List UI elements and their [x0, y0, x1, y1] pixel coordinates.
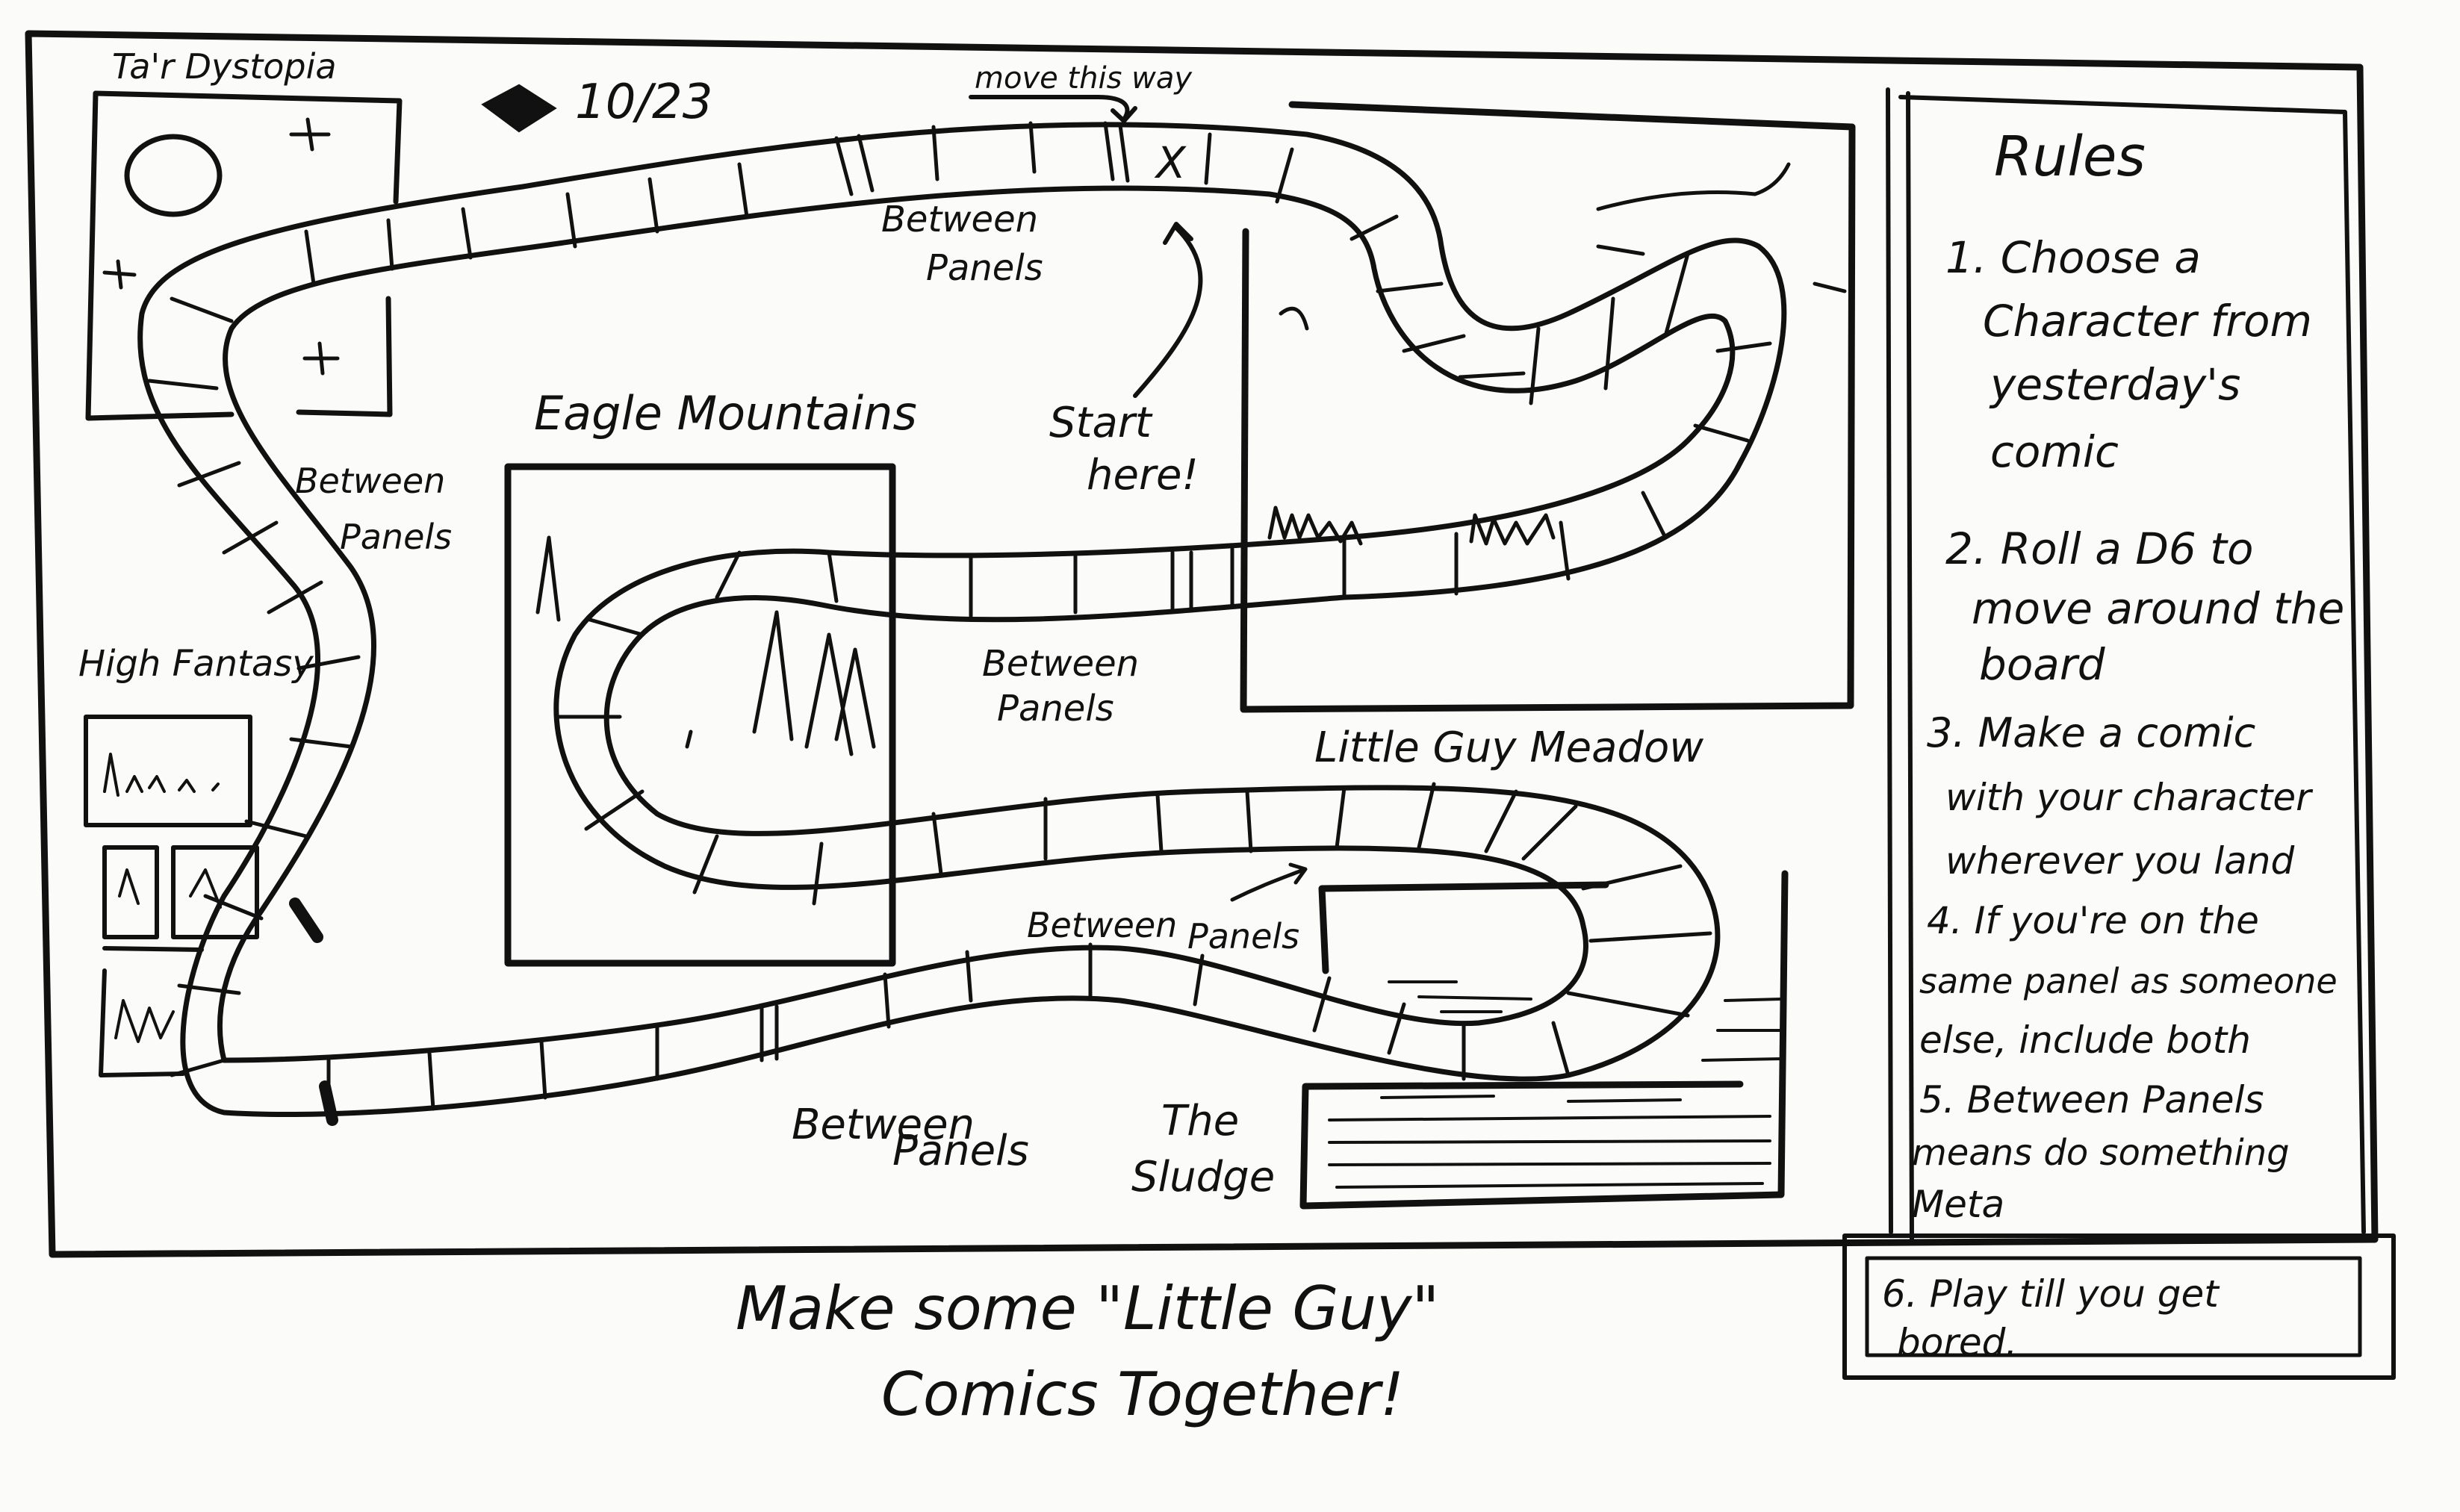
direction-arrow [969, 95, 1137, 123]
player-token-icon [481, 84, 557, 133]
between-panels-middle-line1: Between [982, 643, 1139, 685]
rule-5-line3: Meta [1912, 1183, 2004, 1226]
pond-arrow [1230, 862, 1308, 902]
rule-1-line1: 1. Choose a [1945, 232, 2201, 283]
rule-6-line2: bored. [1897, 1321, 2017, 1364]
rule-1-line2: Character from [1983, 296, 2312, 346]
rule-3-line2: with your character [1945, 776, 2314, 819]
start-cell-mark: X [1154, 137, 1187, 188]
between-panels-top-line2: Panels [926, 247, 1043, 289]
rule-5-line2: means do something [1912, 1132, 2290, 1174]
rule-4-line3: else, include both [1919, 1018, 2251, 1062]
board-title-line2: Comics Together! [881, 1360, 1404, 1429]
between-panels-pond-line2: Panels [1187, 916, 1299, 956]
rules-list: Rules 1. Choose a Character from yesterd… [1882, 125, 2344, 1364]
start-label-line1: Start [1049, 399, 1153, 447]
between-panels-middle-line2: Panels [997, 688, 1114, 729]
between-panels-bottom-line1: Between [792, 1101, 975, 1149]
rule-4-line1: 4. If you're on the [1927, 899, 2259, 942]
board-frame [25, 30, 2379, 1258]
rule-4-line2: same panel as someone [1919, 961, 2338, 1001]
high-fantasy-label: High Fantasy [78, 643, 314, 685]
rule-6-line1: 6. Play till you get [1882, 1272, 2220, 1316]
date-label: 10/23 [575, 75, 712, 130]
rules-title: Rules [1994, 125, 2146, 189]
between-panels-top-line1: Between [881, 199, 1038, 240]
track-cells [147, 121, 1772, 1115]
the-sludge-panel [1299, 870, 1789, 1210]
eagle-mountains-label: Eagle Mountains [534, 386, 917, 441]
eagle-mountains-panel [504, 463, 896, 967]
track-inner-edge [217, 185, 1736, 1063]
rule-1-line3: yesterday's [1989, 359, 2240, 410]
tar-dystopia-label: Ta'r Dystopia [112, 46, 337, 87]
board-title-line1: Make some "Little Guy" [736, 1274, 1439, 1343]
rule-2-line3: board [1979, 639, 2106, 690]
game-track [137, 121, 1787, 1126]
start-arrow [1133, 222, 1203, 398]
the-sludge-label-line1: The [1161, 1097, 1239, 1145]
tar-dystopia-panel [85, 90, 403, 421]
between-panels-left-line2: Panels [340, 517, 452, 557]
direction-label: move this way [975, 61, 1193, 96]
little-guy-meadow-label: Little Guy Meadow [1314, 724, 1703, 772]
rule-3-line1: 3. Make a comic [1927, 709, 2255, 756]
high-fantasy-panels [84, 715, 259, 1077]
between-panels-left-line1: Between [295, 461, 445, 501]
between-panels-bottom-line2: Panels [892, 1127, 1029, 1175]
rules-panel-frame [1842, 87, 2396, 1380]
rule-2-line2: move around the [1972, 583, 2344, 634]
track-outer-edge [137, 122, 1787, 1118]
rule-1-line4: comic [1990, 426, 2119, 477]
rule-3-line3: wherever you land [1945, 839, 2294, 883]
rule-5-line1: 5. Between Panels [1919, 1078, 2264, 1121]
little-guy-meadow-panel [1240, 101, 1856, 713]
the-sludge-label-line2: Sludge [1131, 1153, 1275, 1201]
between-panels-pond-line1: Between [1027, 905, 1177, 945]
rule-2-line1: 2. Roll a D6 to [1945, 523, 2253, 574]
start-label-line2: here! [1087, 451, 1199, 500]
